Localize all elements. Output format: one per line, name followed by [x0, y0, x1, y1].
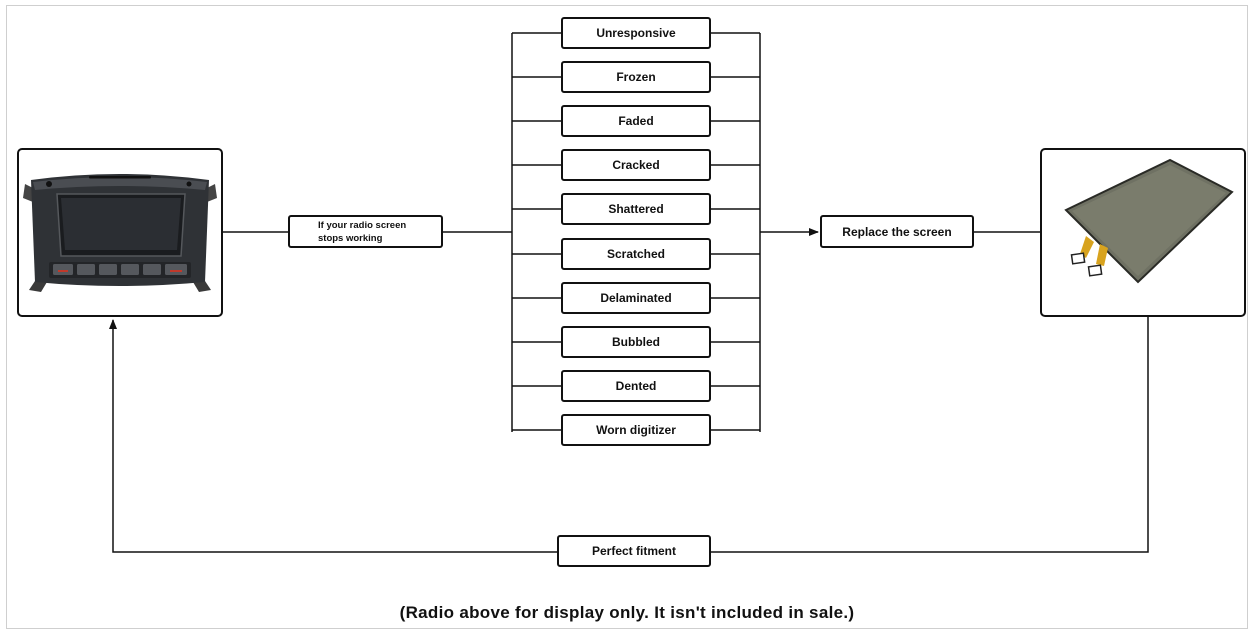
issue-label: Frozen [616, 70, 656, 84]
screen-image-box [1040, 148, 1246, 317]
issue-box-frozen: Frozen [561, 61, 711, 93]
issue-label: Bubbled [612, 335, 660, 349]
issue-box-shattered: Shattered [561, 193, 711, 225]
radio-image-box [17, 148, 223, 317]
issue-box-scratched: Scratched [561, 238, 711, 270]
loop-screen-to-fitment [711, 317, 1149, 553]
start-condition-box: If your radio screen stops working [288, 215, 443, 248]
car-radio-head-unit-icon [23, 174, 217, 292]
page-frame [6, 5, 1248, 629]
issue-label: Faded [618, 114, 654, 128]
issue-label: Shattered [608, 202, 664, 216]
issue-label: Delaminated [600, 291, 672, 305]
issue-box-dented: Dented [561, 370, 711, 402]
issue-box-cracked: Cracked [561, 149, 711, 181]
issue-label: Cracked [612, 158, 660, 172]
issue-box-worn-digitizer: Worn digitizer [561, 414, 711, 446]
replace-screen-label: Replace the screen [842, 224, 952, 239]
issue-label: Dented [615, 379, 657, 393]
issue-box-unresponsive: Unresponsive [561, 17, 711, 49]
issue-box-bubbled: Bubbled [561, 326, 711, 358]
replacement-touch-screen-icon [1064, 158, 1234, 284]
perfect-fitment-box: Perfect fitment [557, 535, 711, 567]
start-condition-label: If your radio screen stops working [318, 219, 407, 244]
issue-label: Unresponsive [596, 26, 676, 40]
perfect-fitment-label: Perfect fitment [591, 544, 677, 558]
replace-screen-box: Replace the screen [820, 215, 974, 248]
issue-box-faded: Faded [561, 105, 711, 137]
loop-fitment-to-radio [109, 319, 557, 553]
issue-label: Scratched [606, 247, 666, 261]
issue-box-delaminated: Delaminated [561, 282, 711, 314]
disclaimer-caption: (Radio above for display only. It isn't … [399, 603, 855, 622]
issue-label: Worn digitizer [596, 423, 676, 437]
